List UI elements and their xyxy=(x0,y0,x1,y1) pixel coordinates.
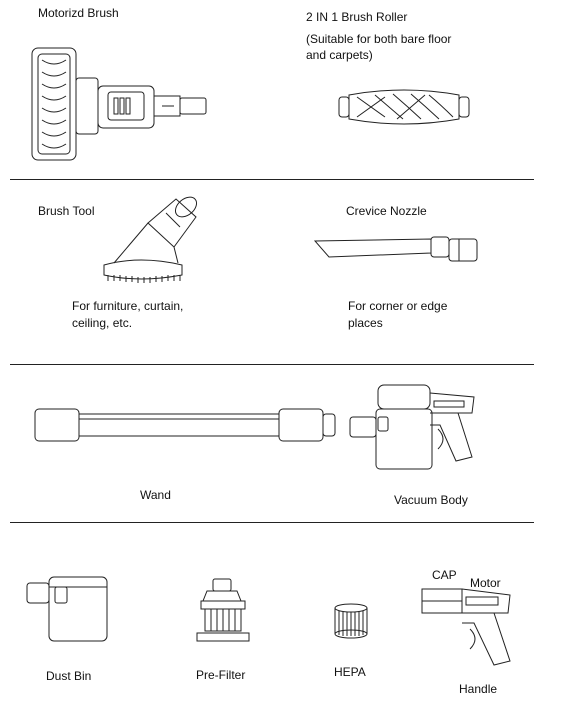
crevice-nozzle-note-line1: For corner or edge xyxy=(348,299,448,313)
brush-roller-label: 2 IN 1 Brush Roller xyxy=(306,10,408,24)
motorized-brush-label: Motorizd Brush xyxy=(38,6,119,20)
vacuum-body-illustration xyxy=(348,383,480,473)
section-divider xyxy=(10,179,534,180)
wand-illustration xyxy=(33,405,338,445)
brush-tool-note-line2: ceiling, etc. xyxy=(72,316,133,330)
handle-label: Handle xyxy=(459,682,498,696)
crevice-nozzle-note-line2: places xyxy=(348,316,383,330)
pre-filter-illustration xyxy=(193,577,253,645)
wand-label: Wand xyxy=(140,488,171,502)
motorized-brush-illustration xyxy=(28,40,213,165)
brush-roller-note-line2: and carpets) xyxy=(306,48,373,62)
vacuum-body-label: Vacuum Body xyxy=(394,493,468,507)
brush-tool-illustration xyxy=(100,193,215,283)
crevice-nozzle-label: Crevice Nozzle xyxy=(346,204,427,218)
brush-tool-note-line1: For furniture, curtain, xyxy=(72,299,184,313)
hepa-label: HEPA xyxy=(334,665,366,679)
section-divider xyxy=(10,364,534,365)
section-divider xyxy=(10,522,534,523)
brush-tool-label: Brush Tool xyxy=(38,204,95,218)
pre-filter-label: Pre-Filter xyxy=(196,668,246,682)
crevice-nozzle-illustration xyxy=(313,235,481,265)
dust-bin-label: Dust Bin xyxy=(46,669,92,683)
motor-label: Motor xyxy=(470,576,501,590)
brush-roller-note-line1: (Suitable for both bare floor xyxy=(306,32,452,46)
brush-roller-illustration xyxy=(337,87,472,127)
cap-label: CAP xyxy=(432,568,457,582)
handle-illustration xyxy=(418,585,518,670)
dust-bin-illustration xyxy=(25,575,115,645)
hepa-illustration xyxy=(331,603,371,641)
